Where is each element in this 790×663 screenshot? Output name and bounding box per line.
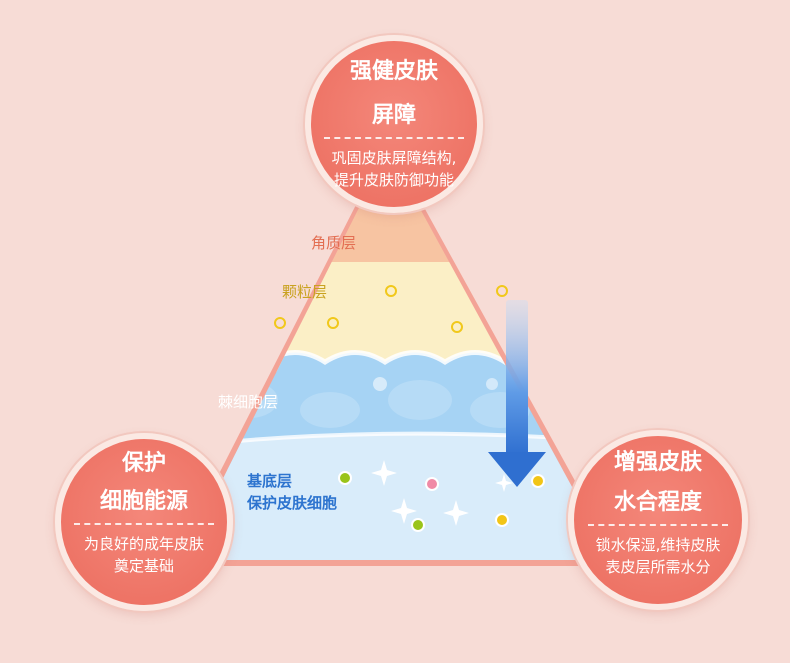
layer-label-granular: 颗粒层 (282, 283, 327, 301)
benefit-circle-hydration: 增强皮肤 水合程度 锁水保湿,维持皮肤 表皮层所需水分 (568, 430, 748, 610)
circle-desc-line2: 奠定基础 (113, 557, 174, 575)
circle-title-line1: 强健皮肤 (349, 59, 438, 84)
circle-desc-line1: 巩固皮肤屏障结构, (331, 149, 457, 167)
layer-label-basal-sub: 保护皮肤细胞 (246, 494, 337, 512)
benefit-circle-cell-energy: 保护 细胞能源 为良好的成年皮肤 奠定基础 (55, 433, 233, 611)
hydration-arrow (488, 300, 546, 487)
circle-title-line1: 保护 (121, 451, 166, 476)
layer-label-spinous: 棘细胞层 (218, 393, 278, 411)
circle-desc-line1: 为良好的成年皮肤 (83, 535, 204, 553)
layer-label-corneum: 角质层 (311, 234, 356, 252)
layer-label-basal: 基底层 (246, 472, 292, 490)
circle-desc-line2: 提升皮肤防御功能 (333, 171, 454, 189)
circle-title-line2: 细胞能源 (99, 489, 188, 514)
dashed-divider (324, 137, 464, 139)
sparkle-icons (371, 460, 513, 526)
dashed-divider (588, 524, 728, 526)
circle-title-line2: 屏障 (371, 103, 416, 128)
granular-dots (274, 285, 508, 333)
circle-title-line1: 增强皮肤 (613, 450, 702, 475)
circle-desc-line1: 锁水保湿,维持皮肤 (595, 536, 721, 554)
circle-desc-line2: 表皮层所需水分 (605, 558, 711, 576)
circle-title-line2: 水合程度 (613, 490, 702, 515)
basal-particles (338, 471, 545, 532)
dashed-divider (74, 523, 214, 525)
benefit-circle-barrier: 强健皮肤 屏障 巩固皮肤屏障结构, 提升皮肤防御功能 (305, 35, 483, 213)
